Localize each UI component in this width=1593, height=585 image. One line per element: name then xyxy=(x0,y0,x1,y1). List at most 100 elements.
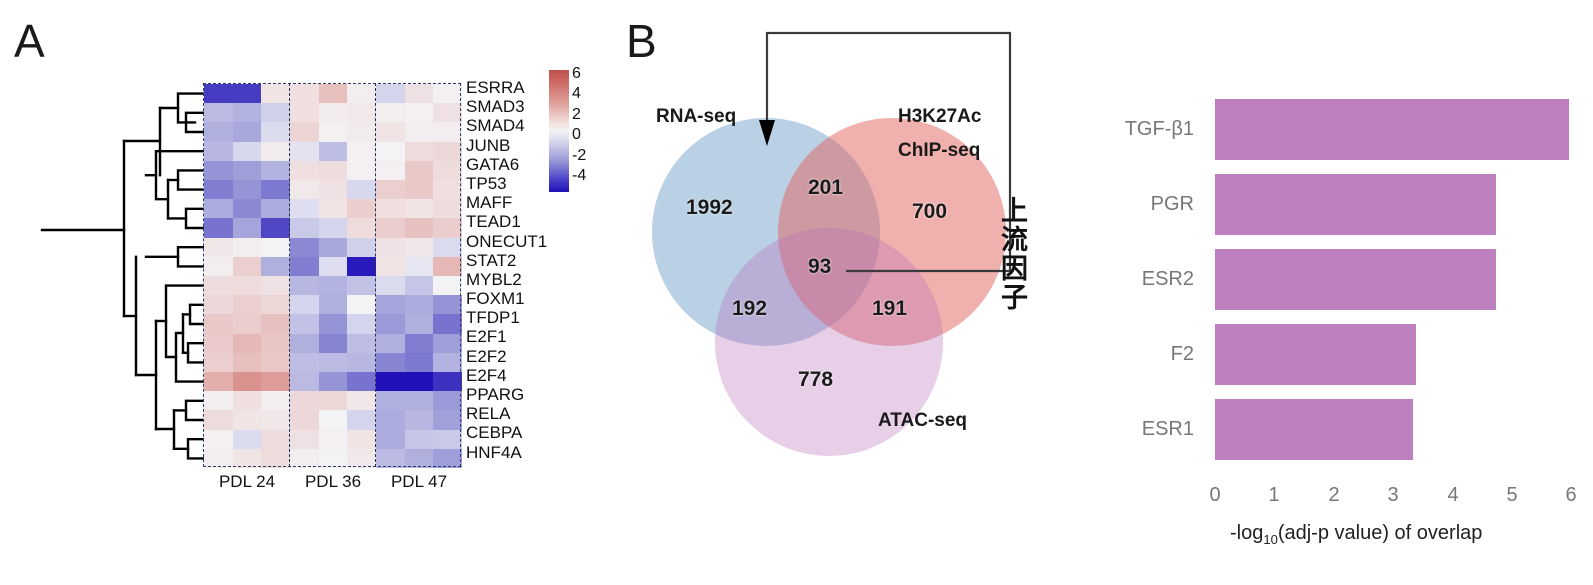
heatmap-cell xyxy=(433,391,462,411)
bar-category-pgr: PGR xyxy=(1150,193,1194,215)
heatmap-cell xyxy=(404,448,434,468)
heatmap-cell xyxy=(232,160,262,180)
heatmap-cell xyxy=(289,410,319,430)
colorbar-tick-label: 2 xyxy=(572,105,581,123)
group-label-pdl47: PDL 47 xyxy=(390,472,448,491)
heatmap-cell xyxy=(204,429,233,449)
xtick-4: 4 xyxy=(1447,484,1459,506)
heatmap-cell xyxy=(347,429,376,449)
heatmap-cell xyxy=(375,448,405,468)
heatmap-cell xyxy=(204,372,233,392)
venn-count-chip-atac: 191 xyxy=(872,297,908,320)
heatmap-cell xyxy=(375,333,405,353)
heatmap-cell xyxy=(318,391,348,411)
heatmap-cell xyxy=(232,256,262,276)
heatmap-cell xyxy=(232,218,262,238)
heatmap-cell xyxy=(261,333,290,353)
panel-a: A xyxy=(0,0,620,585)
heatmap-cell xyxy=(433,122,462,142)
heatmap-cell xyxy=(375,122,405,142)
heatmap-cell xyxy=(232,314,262,334)
bar-esr1[interactable] xyxy=(1215,399,1413,460)
heatmap-cell xyxy=(289,180,319,200)
heatmap-cell xyxy=(318,352,348,372)
xtick-6: 6 xyxy=(1565,484,1577,506)
heatmap-cell xyxy=(261,372,290,392)
gene-label: E2F4 xyxy=(466,365,507,385)
heatmap-cell xyxy=(347,333,376,353)
bar-f2[interactable] xyxy=(1215,324,1416,385)
heatmap-cell xyxy=(204,391,233,411)
heatmap-cell xyxy=(404,180,434,200)
venn-label-atac-seq: ATAC-seq xyxy=(878,410,968,431)
heatmap-cell xyxy=(289,391,319,411)
heatmap-cell xyxy=(433,256,462,276)
heatmap-cell xyxy=(289,429,319,449)
heatmap-cell xyxy=(404,141,434,161)
bar-xaxis-title: -log10(adj-p value) of overlap xyxy=(1230,522,1482,547)
bar-tgfb1[interactable] xyxy=(1215,99,1569,160)
gene-label: ESRRA xyxy=(466,78,525,97)
heatmap-cell xyxy=(232,352,262,372)
heatmap-cell xyxy=(375,160,405,180)
gene-label: PPARG xyxy=(466,385,525,404)
gene-label: E2F2 xyxy=(466,346,507,366)
heatmap-cell xyxy=(404,410,434,430)
heatmap-cell xyxy=(204,84,233,104)
heatmap-cell xyxy=(261,314,290,334)
heatmap-cell xyxy=(289,256,319,276)
bar-category-f2: F2 xyxy=(1170,343,1194,365)
heatmap-cell xyxy=(404,199,434,219)
heatmap-cell xyxy=(404,276,434,296)
heatmap-cell xyxy=(318,218,348,238)
heatmap-cell xyxy=(404,429,434,449)
bar-pgr[interactable] xyxy=(1215,174,1496,235)
heatmap-cell xyxy=(318,122,348,142)
heatmap-cell xyxy=(289,295,319,315)
heatmap-cell xyxy=(375,103,405,123)
heatmap-cell xyxy=(347,410,376,430)
heatmap-cell xyxy=(347,218,376,238)
heatmap-cell xyxy=(375,429,405,449)
heatmap-cell xyxy=(318,237,348,257)
bar-category-tgfb1: TGF-β1 xyxy=(1124,118,1194,140)
heatmap-cell xyxy=(204,333,233,353)
heatmap-cell xyxy=(261,276,290,296)
xtick-1: 1 xyxy=(1268,484,1280,506)
heatmap-cell xyxy=(404,160,434,180)
heatmap-cell xyxy=(404,122,434,142)
heatmap-cell xyxy=(433,218,462,238)
heatmap-cell xyxy=(232,391,262,411)
xaxis-title-pre: -log xyxy=(1230,522,1264,544)
heatmap-cell xyxy=(261,160,290,180)
heatmap-cell xyxy=(347,314,376,334)
heatmap-cell xyxy=(404,352,434,372)
heatmap-cell xyxy=(318,295,348,315)
gene-label: MAFF xyxy=(466,193,513,213)
heatmap-cell xyxy=(433,103,462,123)
heatmap-cell xyxy=(375,372,405,392)
gene-label: STAT2 xyxy=(466,250,517,270)
heatmap-cell xyxy=(204,295,233,315)
heatmap-colorbar xyxy=(549,70,569,192)
gene-label: E2F1 xyxy=(466,327,507,347)
heatmap-cell xyxy=(232,333,262,353)
venn-count-rna-only: 1992 xyxy=(686,196,733,219)
heatmap-cell xyxy=(404,372,434,392)
heatmap-cell xyxy=(433,141,462,161)
bar-yaxis-title: 上流因子 xyxy=(996,196,1027,312)
xtick-5: 5 xyxy=(1506,484,1518,506)
bar-esr2[interactable] xyxy=(1215,249,1496,310)
heatmap-cell xyxy=(375,410,405,430)
heatmap-cell xyxy=(347,141,376,161)
xtick-3: 3 xyxy=(1387,484,1399,506)
heatmap-cell xyxy=(204,276,233,296)
heatmap-cell xyxy=(433,199,462,219)
heatmap-cell xyxy=(204,180,233,200)
heatmap-cell xyxy=(204,199,233,219)
heatmap-cell xyxy=(433,372,462,392)
panel-b: B RNA-seq H3K27Ac ChIP-seq ATAC-seq 1992… xyxy=(620,0,1593,585)
heatmap-cell xyxy=(404,84,434,104)
heatmap-cell xyxy=(204,141,233,161)
